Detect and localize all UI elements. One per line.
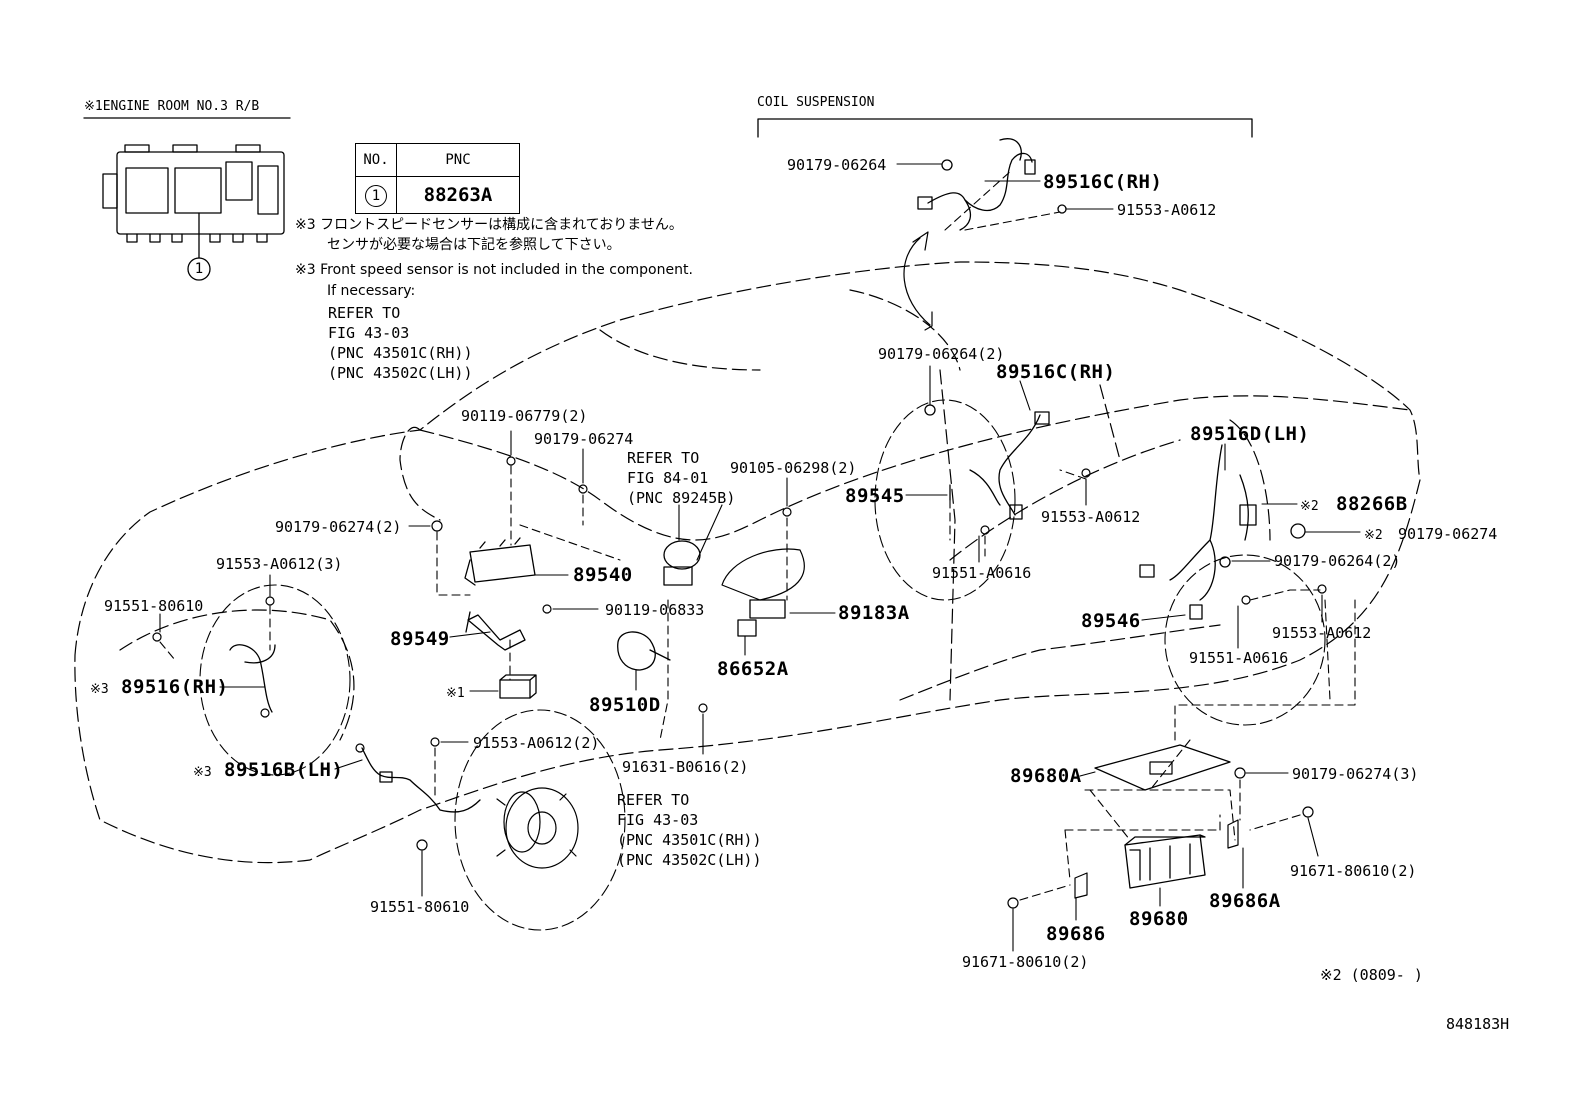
refer-fig43-line3: (PNC 43501C(RH)) bbox=[617, 831, 762, 849]
relay-part bbox=[499, 674, 537, 699]
refer-fig84-line1: REFER TO bbox=[627, 449, 700, 467]
part-label: 91553-A0612(2) bbox=[473, 734, 600, 752]
harness-89516c-mid bbox=[924, 404, 1050, 520]
pnc-table-header-no: NO. bbox=[355, 143, 397, 177]
note-jp-line1: ※3 フロントスピードセンサーは構成に含まれておりません。 bbox=[295, 217, 683, 233]
part-label: 89546 bbox=[1081, 610, 1141, 632]
part-label: 91551-80610 bbox=[104, 597, 204, 615]
bracket-89549 bbox=[465, 611, 526, 651]
part-label: ※3 bbox=[90, 679, 111, 699]
ecu-89680 bbox=[1124, 834, 1206, 889]
part-label: 91551-A0616 bbox=[932, 564, 1032, 582]
part-label: 90119-06833 bbox=[605, 601, 705, 619]
part-label: 89516B(LH) bbox=[224, 759, 344, 781]
part-label: 91671-80610(2) bbox=[1290, 862, 1417, 880]
part-label: 90179-06274(3) bbox=[1292, 765, 1419, 783]
part-label: 90179-06274(2) bbox=[275, 518, 402, 536]
note-en-line2: If necessary: bbox=[327, 283, 416, 299]
bracket-89183a bbox=[737, 599, 786, 637]
part-label: 90105-06298(2) bbox=[730, 459, 857, 477]
note-refer-line2: FIG 43-03 bbox=[328, 324, 410, 342]
part-label: 89516C(RH) bbox=[1043, 171, 1163, 193]
part-label: 89680A bbox=[1010, 765, 1082, 787]
part-label: 89545 bbox=[845, 485, 905, 507]
note-refer-line3: (PNC 43501C(RH)) bbox=[328, 344, 473, 362]
front-wheel-left bbox=[199, 399, 1326, 931]
part-label: 89549 bbox=[390, 628, 450, 650]
part-label: 90179-06274 bbox=[1398, 525, 1498, 543]
part-label: ※3 bbox=[193, 762, 214, 782]
harness-89516d bbox=[1139, 444, 1306, 620]
pnc-table-header-pnc: PNC bbox=[396, 143, 520, 177]
refer-fig43-line4: (PNC 43502C(LH)) bbox=[617, 851, 762, 869]
refer-fig43-line2: FIG 43-03 bbox=[617, 811, 699, 829]
part-label: 89516D(LH) bbox=[1190, 423, 1310, 445]
part-label: 89516C(RH) bbox=[996, 361, 1116, 383]
mark-3: ※3 bbox=[193, 765, 212, 780]
mark-2: ※2 bbox=[1300, 499, 1319, 514]
cover-89680a bbox=[1094, 744, 1231, 791]
mark-3: ※3 bbox=[90, 682, 109, 697]
note-en-line1: ※3 Front speed sensor is not included in… bbox=[295, 262, 693, 278]
part-label: 89510D bbox=[589, 694, 661, 716]
yaw-sensor bbox=[663, 540, 701, 586]
sensor-89510d bbox=[617, 631, 671, 671]
figure-code: 848183H bbox=[1446, 1015, 1510, 1033]
part-label: 89516(RH) bbox=[121, 676, 229, 698]
part-label: 90119-06779(2) bbox=[461, 407, 588, 425]
part-label: 89540 bbox=[573, 564, 633, 586]
part-label: 89680 bbox=[1129, 908, 1189, 930]
part-label: ※2 bbox=[1364, 525, 1385, 545]
refer-fig43-line1: REFER TO bbox=[617, 791, 690, 809]
mark-2: ※2 bbox=[1364, 528, 1383, 543]
note-refer-line1: REFER TO bbox=[328, 304, 401, 322]
part-label: ※2 bbox=[1300, 496, 1321, 516]
module-89540 bbox=[464, 537, 536, 586]
part-label: 91631-B0616(2) bbox=[622, 758, 749, 776]
part-label: 91551-80610 bbox=[370, 898, 470, 916]
part-label: 91553-A0612 bbox=[1272, 624, 1372, 642]
part-label: 89686A bbox=[1209, 890, 1281, 912]
part-label: 91553-A0612 bbox=[1117, 201, 1217, 219]
wheel-hub-icon bbox=[496, 787, 579, 869]
relay-block-icon bbox=[102, 144, 285, 281]
refer-fig84-line3: (PNC 89245B) bbox=[627, 489, 736, 507]
part-label: 91671-80610(2) bbox=[962, 953, 1089, 971]
part-label: 86652A bbox=[717, 658, 789, 680]
pnc-table-row-pnc: 88263A bbox=[396, 176, 520, 214]
car-body-outline bbox=[74, 261, 1421, 864]
part-label: 90179-06264(2) bbox=[1274, 552, 1401, 570]
bolt-icons bbox=[152, 456, 1327, 909]
part-label: 89686 bbox=[1046, 923, 1106, 945]
pnc-table-row-no: 1 bbox=[365, 185, 387, 207]
mark-1: ※1 bbox=[446, 686, 465, 701]
harness-89516c-top bbox=[917, 138, 1067, 231]
part-label: 91553-A0612 bbox=[1041, 508, 1141, 526]
part-label: 90179-06264 bbox=[787, 156, 887, 174]
part-label: 89183A bbox=[838, 602, 910, 624]
refer-fig84-line2: FIG 84-01 bbox=[627, 469, 709, 487]
footnote-2: ※2 (0809- ) bbox=[1320, 966, 1423, 984]
part-label: 91553-A0612(3) bbox=[216, 555, 343, 573]
part-label: 88266B bbox=[1336, 493, 1408, 515]
part-label: 90179-06274 bbox=[534, 430, 634, 448]
note-refer-line4: (PNC 43502C(LH)) bbox=[328, 364, 473, 382]
relay-block-callout-number: 1 bbox=[194, 261, 204, 277]
part-label: 90179-06264(2) bbox=[878, 345, 1005, 363]
pnc-table: NO. PNC 1 88263A bbox=[355, 143, 520, 214]
table-row: 1 88263A bbox=[355, 176, 520, 214]
note-jp-line2: センサが必要な場合は下記を参照して下さい。 bbox=[327, 237, 621, 253]
part-label: ※1 bbox=[446, 683, 467, 703]
engine-room-title: ※1ENGINE ROOM NO.3 R/B bbox=[84, 99, 260, 114]
part-label: 91551-A0616 bbox=[1189, 649, 1289, 667]
coil-suspension-title: COIL SUSPENSION bbox=[757, 95, 875, 110]
